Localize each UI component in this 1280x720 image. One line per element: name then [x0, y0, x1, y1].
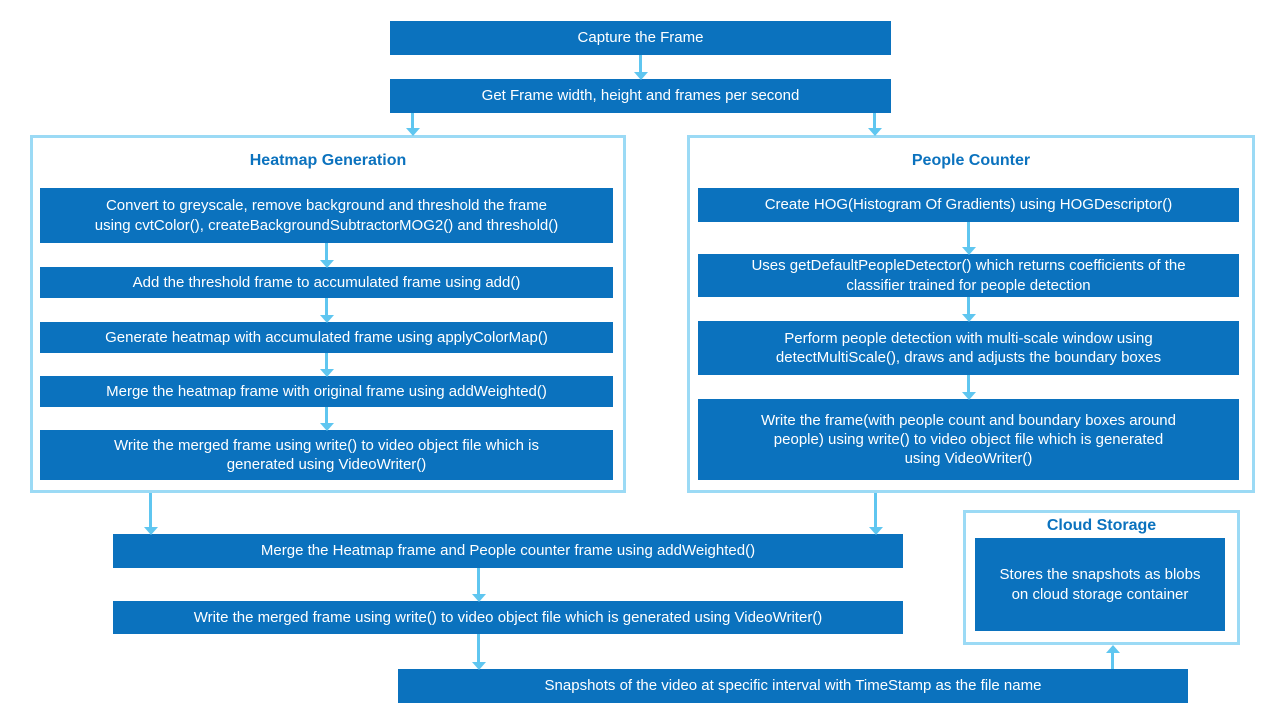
arrow-snapshots-to-cloud-icon [1105, 645, 1120, 669]
node-merge-frames: Merge the Heatmap frame and People count… [113, 534, 903, 568]
group-title-cloud: Cloud Storage [1046, 517, 1157, 534]
node-heatmap-step-3: Generate heatmap with accumulated frame … [40, 322, 613, 353]
node-heatmap-step-1: Convert to greyscale, remove background … [40, 188, 613, 243]
node-write-merged-frame: Write the merged frame using write() to … [113, 601, 903, 634]
node-get-frame-info: Get Frame width, height and frames per s… [390, 79, 891, 113]
group-heatmap-generation: Heatmap Generation [30, 135, 626, 493]
node-heatmap-step-2: Add the threshold frame to accumulated f… [40, 267, 613, 298]
arrow-merge-to-write-icon [471, 568, 486, 602]
node-cloud-store-blobs: Stores the snapshots as blobs on cloud s… [975, 538, 1225, 631]
arrow-people-3-4-icon [961, 375, 976, 400]
arrow-getframe-to-heatmap-icon [405, 113, 420, 136]
arrow-capture-to-getframe-icon [633, 55, 648, 80]
node-people-step-2: Uses getDefaultPeopleDetector() which re… [698, 254, 1239, 297]
arrow-heatmap-1-2-icon [319, 243, 334, 268]
node-snapshots: Snapshots of the video at specific inter… [398, 669, 1188, 703]
group-cloud-storage: Cloud Storage [963, 510, 1240, 645]
node-people-step-4: Write the frame(with people count and bo… [698, 399, 1239, 480]
group-title-people: People Counter [911, 152, 1031, 169]
arrow-heatmap-2-3-icon [319, 298, 334, 323]
arrow-heatmap-to-merge-icon [143, 493, 158, 535]
node-heatmap-step-4: Merge the heatmap frame with original fr… [40, 376, 613, 407]
arrow-heatmap-4-5-icon [319, 407, 334, 431]
arrow-write-to-snapshots-icon [471, 634, 486, 670]
node-capture-frame: Capture the Frame [390, 21, 891, 55]
node-people-step-3: Perform people detection with multi-scal… [698, 321, 1239, 375]
arrow-getframe-to-people-icon [867, 113, 882, 136]
group-title-heatmap: Heatmap Generation [249, 152, 407, 169]
node-heatmap-step-5: Write the merged frame using write() to … [40, 430, 613, 480]
arrow-people-to-merge-icon [868, 493, 883, 535]
arrow-people-2-3-icon [961, 297, 976, 322]
group-people-counter: People Counter [687, 135, 1255, 493]
arrow-people-1-2-icon [961, 222, 976, 255]
arrow-heatmap-3-4-icon [319, 353, 334, 377]
node-people-step-1: Create HOG(Histogram Of Gradients) using… [698, 188, 1239, 222]
